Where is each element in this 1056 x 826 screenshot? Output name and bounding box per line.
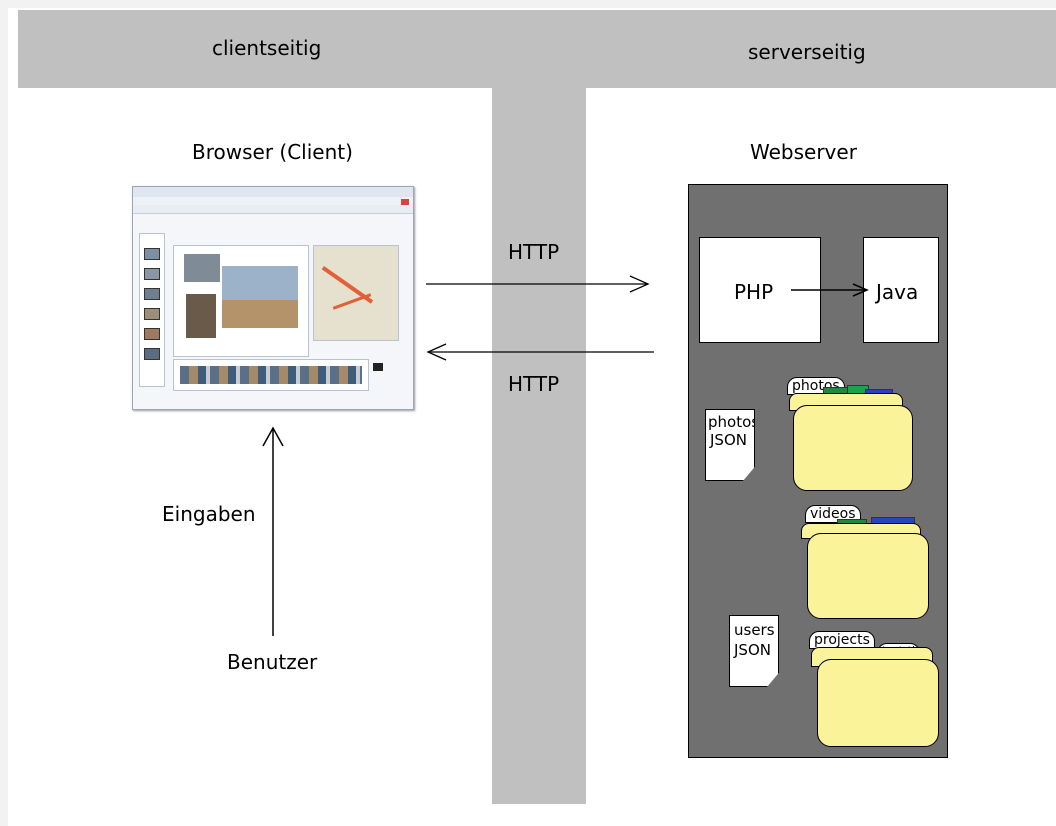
server-side-label: serverseitig: [748, 40, 866, 64]
map-panel: [313, 245, 399, 341]
browser-screenshot: [132, 186, 414, 410]
http-request-label: HTTP: [508, 240, 560, 264]
map-route-2: [332, 293, 372, 310]
browser-title: Browser (Client): [192, 140, 353, 164]
photo-b: [186, 294, 216, 338]
webserver-title: Webserver: [750, 140, 857, 164]
webserver-panel: PHP Java photos JSON photos videos users…: [688, 184, 948, 758]
browser-tabs: [133, 205, 413, 214]
thumb-3: [144, 288, 160, 300]
photo-c-ground: [222, 300, 298, 328]
photos-json-line1: photos: [708, 413, 760, 431]
thumb-2: [144, 268, 160, 280]
photos-json-line2: JSON: [710, 431, 747, 449]
photos-json-doc: photos JSON: [705, 409, 755, 481]
photos-folder: photos: [785, 375, 915, 495]
users-json-doc: users JSON: [729, 615, 779, 687]
photo-canvas: [173, 245, 309, 357]
php-to-java-arrow: [791, 283, 869, 297]
http-response-label: HTTP: [508, 372, 560, 396]
browser-close-icon: [401, 199, 409, 205]
input-label: Eingaben: [162, 502, 256, 526]
thumb-5: [144, 328, 160, 340]
photo-a: [184, 254, 220, 282]
videos-folder-body: [807, 533, 929, 619]
film-strip: [173, 359, 369, 391]
php-label: PHP: [734, 280, 774, 304]
client-side-label: clientseitig: [212, 36, 322, 60]
user-label: Benutzer: [227, 650, 318, 674]
photo-c: [222, 266, 298, 328]
thumb-sidebar: [139, 233, 165, 387]
users-json-line1: users: [734, 621, 775, 639]
http-request-arrow: [426, 275, 650, 293]
thumb-4: [144, 308, 160, 320]
header-band: [18, 10, 1056, 88]
film-strip-photos: [180, 366, 362, 384]
thumb-6: [144, 348, 160, 360]
separator-column: [492, 88, 586, 804]
film-strip-control: [373, 363, 383, 371]
input-arrow: [262, 426, 284, 636]
projects-folder: projects testrtl: [805, 625, 941, 749]
projects-folder-tab: projects: [809, 631, 875, 649]
photos-folder-body: [793, 405, 913, 491]
users-json-line2: JSON: [734, 641, 771, 659]
http-response-arrow: [426, 343, 654, 361]
java-box: Java: [863, 237, 939, 343]
videos-folder: videos: [799, 503, 933, 621]
videos-folder-tab: videos: [805, 505, 861, 523]
thumb-1: [144, 248, 160, 260]
java-label: Java: [876, 280, 919, 304]
browser-titlebar: [133, 187, 413, 197]
projects-folder-body: [817, 659, 939, 747]
